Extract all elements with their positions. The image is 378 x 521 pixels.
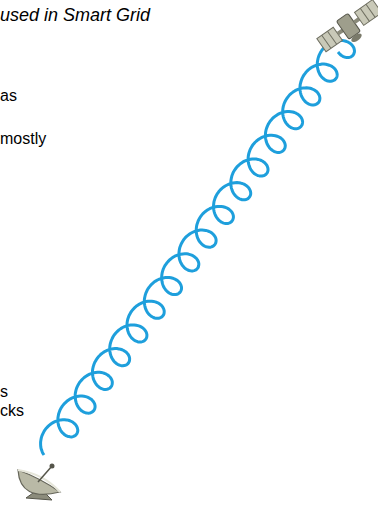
helix-wave <box>41 40 355 455</box>
satellite-icon <box>315 0 378 59</box>
dish-antenna-icon <box>18 464 60 501</box>
bullet-text-fragment: cks <box>0 402 24 420</box>
bullet-text-fragment: mostly <box>0 130 46 148</box>
bullet-text-fragment: s <box>0 383 8 401</box>
signal-helix <box>41 40 355 455</box>
slide-title: used in Smart Grid <box>0 4 150 26</box>
bullet-text-fragment: as <box>0 87 17 105</box>
